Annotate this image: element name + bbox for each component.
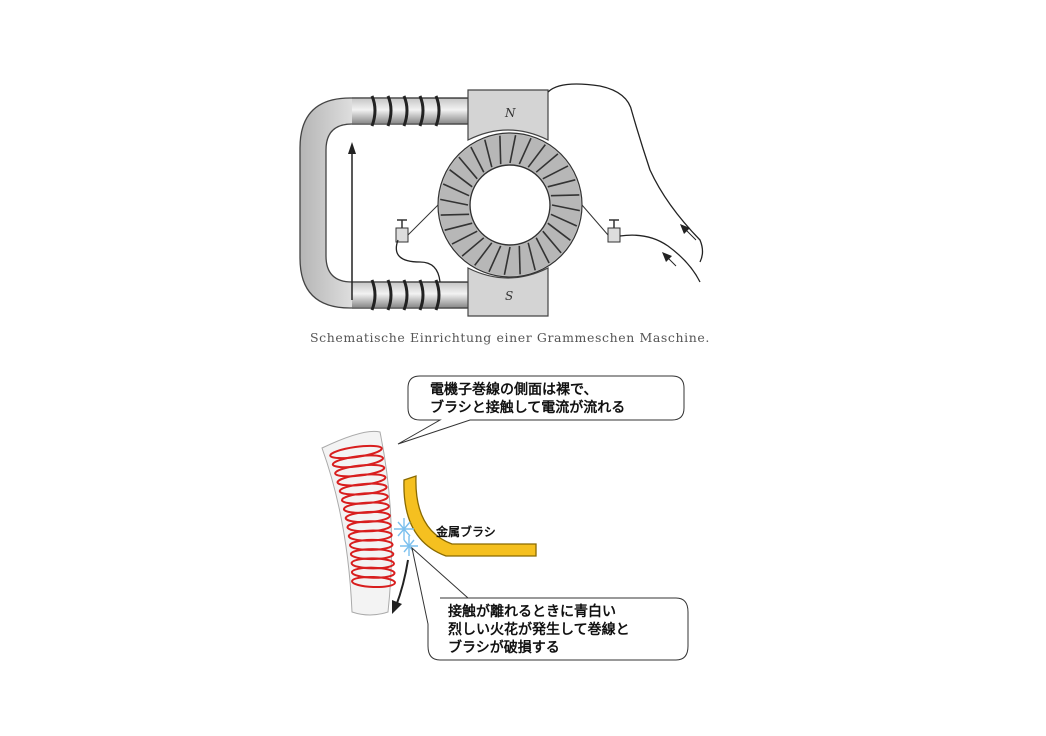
brush-spark-diagram: 金属ブラシ 電機子巻線の側面は裸で、 ブラシと接触して電流が流れる 接触が離れる… <box>321 375 689 661</box>
brush-label: 金属ブラシ <box>435 524 496 539</box>
ring-winding <box>518 245 521 275</box>
ring-winding <box>451 230 478 245</box>
coil-loop <box>351 575 396 589</box>
ring-winding <box>442 183 470 197</box>
wire-right <box>619 234 701 283</box>
ring-winding <box>527 242 536 271</box>
spark-icon <box>394 518 418 556</box>
ring-winding <box>470 146 485 173</box>
ring-winding <box>542 165 569 180</box>
ring-winding <box>551 204 580 212</box>
ring-winding <box>550 213 578 227</box>
ring-armature <box>437 132 583 278</box>
brush-left <box>395 204 439 243</box>
ring-winding <box>461 237 485 257</box>
ring-winding <box>535 153 559 173</box>
rotation-arrow-icon <box>392 600 402 614</box>
callout-bottom <box>411 546 689 661</box>
brush-right <box>581 204 621 243</box>
ring-winding <box>550 194 580 197</box>
callout-bottom-line3: ブラシが破損する <box>448 639 560 656</box>
ring-winding <box>535 237 550 264</box>
wire-arrow-icon <box>680 224 690 234</box>
ring-winding <box>542 230 562 254</box>
wire-top-right <box>547 83 704 263</box>
pole-south-label: S <box>505 289 513 303</box>
wire-left <box>395 239 441 283</box>
gramme-machine-illustration: N S Schematische Einrich <box>299 83 710 345</box>
wire-arrow-icon <box>662 252 672 262</box>
ring-winding <box>547 179 576 188</box>
armature-coil-windings <box>329 444 396 589</box>
rotation-arrow <box>395 559 409 607</box>
ring-winding <box>518 137 532 165</box>
ring-winding <box>484 139 493 168</box>
ring-winding <box>488 245 502 273</box>
callout-bottom-line2: 烈しい火花が発生して巻線と <box>448 621 630 638</box>
ring-winding <box>474 242 493 266</box>
ring-winding <box>440 213 470 216</box>
field-coil-lower <box>370 279 441 311</box>
pole-south <box>467 267 549 317</box>
field-coil-upper <box>370 95 441 127</box>
ring-winding <box>547 222 571 241</box>
metal-brush <box>403 475 537 557</box>
ring-winding <box>440 198 469 206</box>
engraving-caption: Schematische Einrichtung einer Grammesch… <box>310 330 710 345</box>
callout-bottom-line1: 接触が離れるときに青白い <box>448 603 616 620</box>
pole-north <box>467 89 549 141</box>
ring-winding <box>449 169 473 188</box>
ring-winding <box>503 246 511 275</box>
ring-winding <box>444 222 473 231</box>
callout-top-line1: 電機子巻線の側面は裸で、 <box>430 381 597 398</box>
pole-north-label: N <box>504 106 516 120</box>
ring-winding <box>509 135 517 164</box>
ring-winding <box>499 135 502 165</box>
ring-winding <box>458 156 478 180</box>
ring-winding <box>527 144 546 168</box>
current-arrow-icon <box>348 142 356 154</box>
callout-top-line2: ブラシと接触して電流が流れる <box>430 399 625 416</box>
callout-top <box>397 375 685 445</box>
